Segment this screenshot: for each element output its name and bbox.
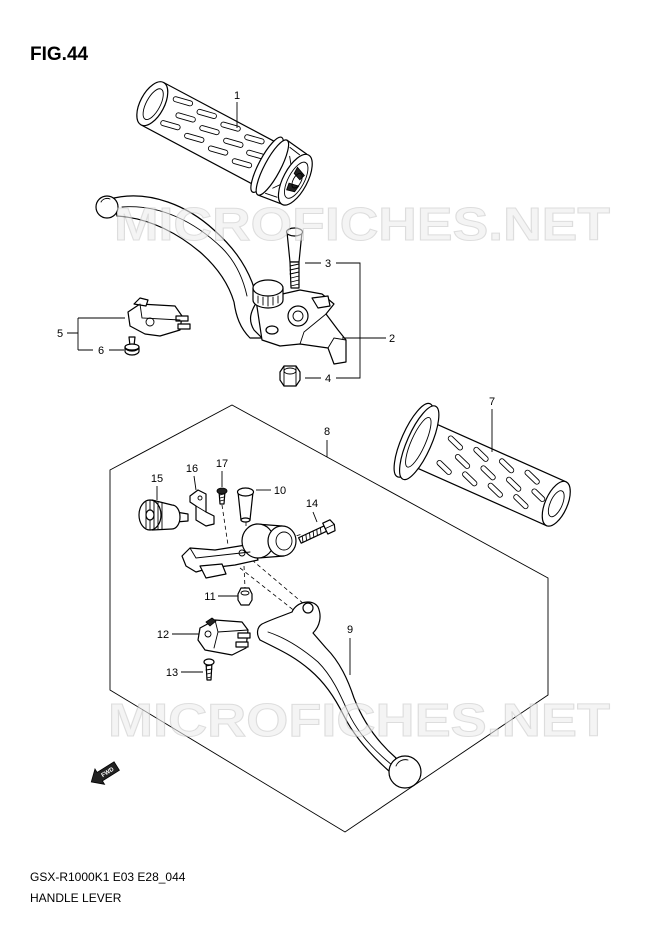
grip-part-7: [393, 402, 571, 527]
screw-part-17: [216, 487, 228, 505]
grip-part-1: [136, 81, 313, 206]
lever-part-9: [256, 601, 422, 789]
callout-6: 6: [98, 345, 104, 357]
callout-4: 4: [325, 373, 331, 385]
leader-lines: [67, 102, 493, 675]
callout-7: 7: [489, 396, 495, 408]
screw-part-13: [203, 658, 215, 681]
callout-11: 11: [204, 591, 215, 603]
assembly-boundary-part-8: [109, 404, 549, 833]
screw-part-6: [124, 336, 140, 356]
callout-9: 9: [347, 624, 353, 636]
watermark-bottom: MICROFICHES.NET: [108, 694, 610, 746]
callout-8: 8: [324, 426, 330, 438]
callout-3: 3: [325, 258, 331, 270]
nut-part-11: [237, 587, 253, 606]
callout-2: 2: [389, 333, 395, 345]
adjuster-part-15: [138, 499, 189, 531]
figure-caption: HANDLE LEVER: [30, 891, 122, 905]
watermark-top: MICROFICHES.NET: [114, 198, 610, 250]
callout-15: 15: [151, 473, 163, 485]
figure-title: FIG.44: [30, 44, 89, 65]
callout-13: 13: [166, 667, 178, 679]
callouts: 1 2 3 4 5 6 7 8 9 10 11 12 13 14 15 16 1…: [57, 90, 495, 679]
callout-12: 12: [157, 629, 169, 641]
bolt-part-14: [298, 519, 336, 544]
callout-14: 14: [306, 498, 318, 510]
callout-1: 1: [234, 90, 240, 102]
callout-16: 16: [186, 463, 198, 475]
nut-part-4: [279, 365, 301, 387]
fwd-arrow-icon: FWD: [90, 761, 120, 785]
bolt-part-3: [285, 227, 304, 289]
callout-5: 5: [57, 328, 63, 340]
switch-part-12: [197, 617, 251, 656]
switch-part-5: [127, 297, 191, 337]
lever-holder: [181, 523, 297, 579]
model-code: GSX-R1000K1 E03 E28_044: [30, 870, 186, 884]
lever-part-2: [95, 195, 347, 365]
pin-part-10: [236, 487, 255, 523]
callout-17: 17: [216, 458, 228, 470]
clip-part-16: [189, 489, 215, 527]
callout-10: 10: [274, 485, 286, 497]
